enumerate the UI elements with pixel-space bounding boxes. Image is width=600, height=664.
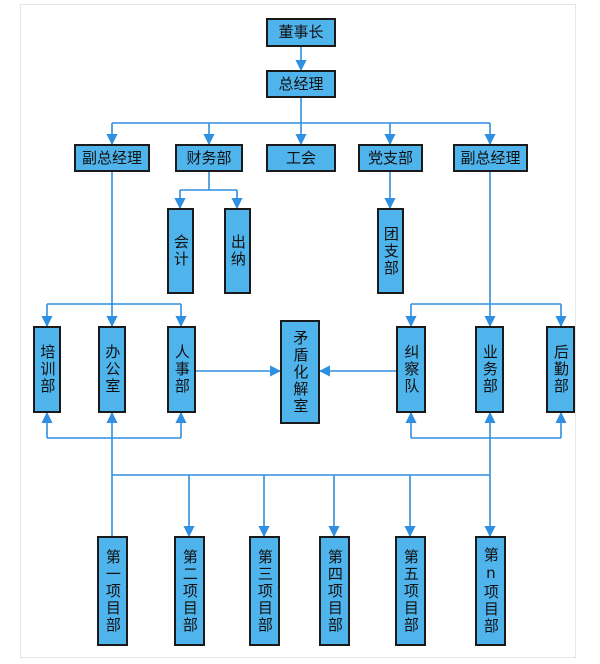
node-project-3: 第三项目部	[249, 536, 280, 646]
node-business-dept: 业务部	[475, 326, 504, 413]
node-accounting: 会计	[167, 208, 194, 294]
node-logistics-dept: 后勤部	[546, 326, 575, 413]
node-vice-gm-left: 副总经理	[74, 144, 150, 172]
node-project-2: 第二项目部	[174, 536, 205, 646]
chart-frame	[20, 4, 576, 658]
node-mediation-room: 矛盾化解室	[280, 320, 320, 424]
node-finance-dept: 财务部	[175, 144, 243, 172]
node-youth-league: 团支部	[377, 208, 404, 294]
node-general-manager: 总经理	[266, 70, 336, 98]
node-training-dept: 培训部	[33, 326, 61, 413]
node-project-4: 第四项目部	[319, 536, 350, 646]
node-project-1: 第一项目部	[97, 536, 128, 646]
node-hr-dept: 人事部	[167, 326, 196, 413]
node-union: 工会	[266, 144, 336, 172]
node-vice-gm-right: 副总经理	[453, 144, 528, 172]
node-project-5: 第五项目部	[395, 536, 426, 646]
node-project-n: 第n项目部	[475, 536, 506, 646]
node-office: 办公室	[98, 326, 126, 413]
node-party-branch: 党支部	[358, 144, 423, 172]
node-cashier: 出纳	[224, 208, 251, 294]
node-inspection-team: 纠察队	[396, 326, 426, 413]
node-chairman: 董事长	[266, 18, 336, 47]
